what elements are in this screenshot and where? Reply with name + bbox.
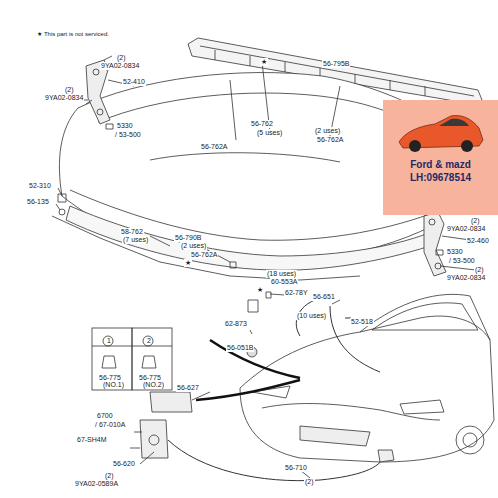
drawing-stroke xyxy=(262,404,440,420)
part-number: (NO.1) xyxy=(102,381,125,389)
part-number: ★ xyxy=(260,58,268,66)
part-number: (18 uses) xyxy=(266,270,297,278)
part-number: (7 uses) xyxy=(122,236,149,244)
drawing-stroke xyxy=(92,328,132,390)
drawing-stroke xyxy=(372,303,478,330)
part-number: ★ xyxy=(184,259,192,267)
part-number: (10 uses) xyxy=(296,312,327,320)
part-number: / 67-010A xyxy=(94,421,126,429)
part-number: 56-627 xyxy=(176,384,200,392)
part-number: 6700 xyxy=(96,412,114,420)
part-number: 56-051B xyxy=(226,344,254,352)
drawing-stroke xyxy=(140,294,340,478)
drawing-stroke xyxy=(168,440,384,481)
drawing-stroke xyxy=(248,300,258,312)
drawing-stroke xyxy=(70,190,430,240)
drawing-stroke xyxy=(360,294,490,340)
drawing-stroke xyxy=(230,262,271,298)
drawing-stroke xyxy=(463,433,477,447)
part-number: 5330 xyxy=(116,122,134,130)
drawing-stroke xyxy=(149,435,159,445)
drawing-stroke xyxy=(456,426,484,454)
drawing-stroke xyxy=(132,328,172,390)
drawing-stroke xyxy=(66,206,436,270)
drawing-stroke xyxy=(210,340,300,378)
drawing-stroke xyxy=(143,336,153,346)
drawing-stroke xyxy=(330,306,380,372)
drawing-stroke xyxy=(98,93,428,134)
part-number: (NO.2) xyxy=(142,381,165,389)
car-wheel xyxy=(461,140,473,152)
part-number: 56-135 xyxy=(26,198,50,206)
part-number: 9YA02-0834 xyxy=(100,62,140,70)
shop-name: Ford & mazd xyxy=(383,158,498,171)
part-number: 56-620 xyxy=(112,460,136,468)
drawing-stroke xyxy=(97,109,103,115)
part-number: 56-762A xyxy=(316,136,344,144)
part-number: (2) xyxy=(474,266,485,274)
part-number: 52-310 xyxy=(28,182,52,190)
drawing-stroke xyxy=(300,426,370,446)
part-number: 9YA02-0834 xyxy=(44,94,84,102)
part-number: 62-873 xyxy=(224,320,248,328)
part-number: 1 xyxy=(106,337,112,345)
phone-number: LH:09678514 xyxy=(383,171,498,184)
car-window xyxy=(439,119,469,126)
part-number: (2) xyxy=(470,217,481,225)
part-number: (2) xyxy=(104,472,115,480)
part-number: 56-790B xyxy=(174,234,202,242)
part-number: 52-518 xyxy=(350,318,374,326)
drawing-stroke xyxy=(56,62,340,210)
drawing-stroke xyxy=(52,216,360,280)
part-number: 56-762 xyxy=(250,120,274,128)
part-number: / 53-500 xyxy=(114,131,142,139)
part-number: 56-762A xyxy=(190,251,218,259)
part-number: 62-78Y xyxy=(284,289,309,297)
car-wheel xyxy=(409,140,421,152)
part-number: (2) xyxy=(116,54,127,62)
drawing-stroke xyxy=(150,392,192,412)
part-number: 56-762A xyxy=(200,143,228,151)
part-number: 52-460 xyxy=(466,237,490,245)
part-number: (2 uses) xyxy=(180,242,207,250)
watermark-box: Ford & mazdLH:09678514 xyxy=(383,100,498,215)
drawing-stroke xyxy=(196,380,300,400)
part-number: 56-651 xyxy=(312,293,336,301)
part-number: (5 uses) xyxy=(256,129,283,137)
part-number: 9YA02-0834 xyxy=(446,274,486,282)
drawing-stroke xyxy=(240,316,494,462)
car-icon xyxy=(395,106,485,156)
part-number: 58-762 xyxy=(120,228,144,236)
drawing-stroke xyxy=(102,356,156,368)
part-number: (2 uses) xyxy=(314,127,341,135)
part-number: 52-410 xyxy=(122,78,146,86)
drawing-stroke xyxy=(378,450,394,462)
drawing-stroke xyxy=(103,336,113,346)
drawing-stroke xyxy=(150,153,340,162)
part-number: ★ xyxy=(256,286,264,294)
part-number: / 53-500 xyxy=(448,257,476,265)
part-number: 9YA02-0589A xyxy=(74,480,119,488)
drawing-stroke xyxy=(429,219,435,225)
part-number: 67-SH4M xyxy=(76,436,108,444)
drawing-stroke xyxy=(93,69,99,75)
drawing-stroke xyxy=(130,432,142,448)
drawing-stroke xyxy=(92,346,172,347)
part-number: 56-795B xyxy=(322,60,350,68)
part-number: (2) xyxy=(304,478,315,486)
part-number: 2 xyxy=(146,337,152,345)
part-number: 56-710 xyxy=(284,464,308,472)
drawing-stroke xyxy=(252,386,444,414)
drawing-stroke xyxy=(296,296,330,336)
note-text: ★ This part is not serviced. xyxy=(36,30,110,38)
part-number: (2) xyxy=(64,86,75,94)
part-number: 60-553A xyxy=(270,278,298,286)
part-number: 9YA02-0834 xyxy=(446,225,486,233)
part-number: 5330 xyxy=(446,248,464,256)
